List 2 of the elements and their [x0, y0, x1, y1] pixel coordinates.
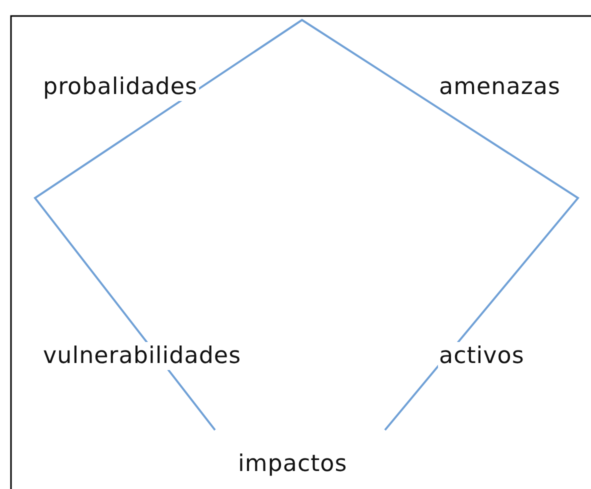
vertex-label: vulnerabilidades	[42, 342, 242, 370]
vertex-label: activos	[438, 342, 526, 370]
